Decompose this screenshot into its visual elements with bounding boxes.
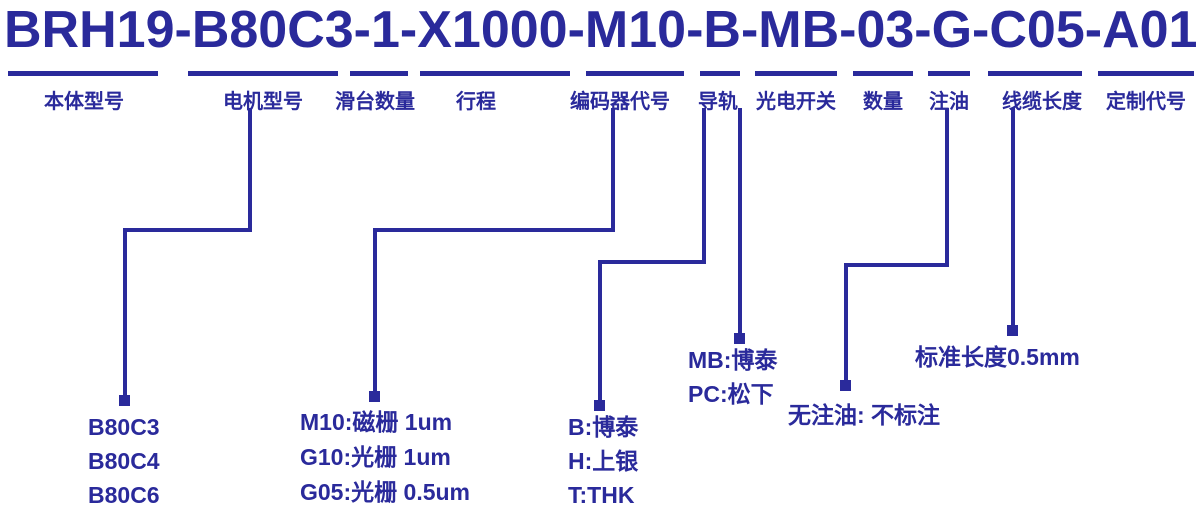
connector-motor-across [123,228,252,232]
segment-underline-photo-switch [755,71,837,76]
legend-item: MB:博泰 [688,347,778,373]
segment-label-quantity: 数量 [863,91,903,113]
segment-label-slider-count: 滑台数量 [335,91,415,113]
legend-item: 标准长度0.5mm [915,344,1080,370]
segment-label-guide-rail: 导轨 [698,91,738,113]
legend-item: 无注油: 不标注 [788,402,941,428]
motor-model-legend: B80C3 B80C4 B80C6 [88,410,160,512]
legend-item: H:上银 [568,448,639,474]
segment-label-encoder-code: 编码器代号 [570,91,670,113]
cable-length-legend: 标准长度0.5mm [915,340,1080,374]
connector-oil-endpoint [840,380,851,391]
connector-encoder-tail [373,228,377,398]
legend-item: T:THK [568,482,635,508]
connector-oil-tail [844,263,848,386]
connector-motor-endpoint [119,395,130,406]
segment-underline-guide-rail [700,71,740,76]
connector-switch-endpoint [734,333,745,344]
connector-motor-drop [248,108,252,232]
segment-label-body-model: 本体型号 [44,91,124,113]
segment-underline-cable-length [988,71,1082,76]
legend-item: G05:光栅 0.5um [300,479,470,505]
segment-underline-custom-code [1098,71,1194,76]
legend-item: B:博泰 [568,414,639,440]
segment-underline-slider-count [350,71,408,76]
connector-cable-endpoint [1007,325,1018,336]
segment-label-oiling: 注油 [929,91,969,113]
connector-rail-drop [702,108,706,264]
oiling-legend: 无注油: 不标注 [788,398,940,432]
legend-item: B80C6 [88,482,160,508]
legend-item: B80C4 [88,448,160,474]
segment-label-motor-model: 电机型号 [223,91,303,113]
connector-rail-endpoint [594,400,605,411]
segment-underline-oiling [928,71,970,76]
segment-underline-motor-model [188,71,338,76]
segment-label-stroke: 行程 [456,91,496,113]
connector-rail-across [598,260,706,264]
segment-label-photo-switch: 光电开关 [756,91,836,113]
segment-underline-body-model [8,71,158,76]
connector-encoder-endpoint [369,391,380,402]
segment-underline-stroke [420,71,570,76]
connector-motor-tail [123,228,127,402]
legend-item: G10:光栅 1um [300,444,451,470]
photo-switch-legend: MB:博泰 PC:松下 [688,343,777,411]
connector-encoder-drop [611,108,615,232]
segment-underline-quantity [853,71,913,76]
segment-underline-encoder-code [586,71,684,76]
connector-switch-drop [738,108,742,340]
connector-oil-drop [945,108,949,267]
model-code-title: BRH19-B80C3-1-X1000-M10-B-MB-03-G-C05-A0… [4,1,1198,59]
segment-label-cable-length: 线缆长度 [1002,91,1082,113]
guide-rail-legend: B:博泰 H:上银 T:THK [568,410,638,512]
connector-rail-tail [598,260,602,408]
encoder-code-legend: M10:磁栅 1um G10:光栅 1um G05:光栅 0.5um [300,405,470,510]
legend-item: PC:松下 [688,381,774,407]
connector-oil-across [844,263,949,267]
connector-cable-drop [1011,108,1015,332]
legend-item: M10:磁栅 1um [300,409,453,435]
segment-label-custom-code: 定制代号 [1106,91,1186,113]
legend-item: B80C3 [88,414,160,440]
connector-encoder-across [373,228,615,232]
